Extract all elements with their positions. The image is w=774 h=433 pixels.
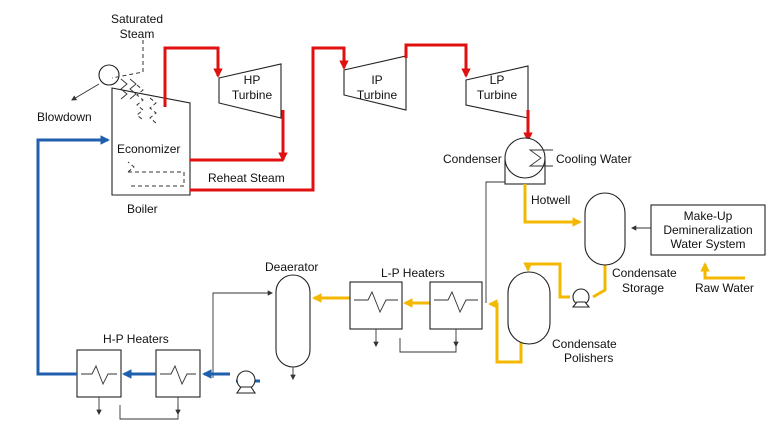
raw-water-label: Raw Water <box>695 281 754 295</box>
feedwater-to-boiler <box>36 135 110 376</box>
ip-lp-crossover <box>404 43 471 78</box>
hotwell-label: Hotwell <box>531 193 570 207</box>
lp-heater-2 <box>429 281 483 330</box>
steam-drum <box>98 64 120 86</box>
economizer-coil <box>127 161 185 187</box>
condensate-storage-label-1: Condensate <box>612 266 677 280</box>
makeup-system-label-2: Demineralization <box>663 223 752 237</box>
cooling-water-coil <box>528 149 553 167</box>
makeup-system-label-3: Water System <box>671 237 746 251</box>
hp-heater-1-coil <box>81 364 117 386</box>
cooling-water-label: Cooling Water <box>556 152 632 166</box>
hp-turbine <box>218 63 282 119</box>
ip-turbine <box>343 55 407 111</box>
pump-to-polishers <box>523 262 570 299</box>
condensate-pump <box>571 288 591 308</box>
reheat-steam-label: Reheat Steam <box>208 171 285 185</box>
condensate-storage-label-2: Storage <box>622 281 664 295</box>
lp-turbine-label-1: LP <box>490 73 505 87</box>
hp-heaters <box>76 349 201 420</box>
storage-to-pump <box>592 257 607 299</box>
lp-turbine-label-2: Turbine <box>477 88 518 102</box>
boiler-feed-pump <box>235 370 257 394</box>
waterwall-coils <box>120 78 137 100</box>
main-steam-line <box>163 46 223 107</box>
blowdown-line <box>71 83 100 101</box>
saturated-steam-line <box>111 40 144 79</box>
hot-reheat-line <box>190 46 349 192</box>
saturated-steam-label-1: Saturated <box>111 12 163 26</box>
hotwell-to-storage <box>523 184 582 227</box>
hp-heaters-label: H-P Heaters <box>103 332 169 346</box>
hp-turbine-label-1: HP <box>244 73 261 87</box>
hp-drain-link <box>119 405 179 420</box>
lp-heater-1 <box>349 281 403 330</box>
condensate-storage-tank <box>584 192 626 266</box>
ip-turbine-label-1: IP <box>371 73 382 87</box>
condenser-shell <box>504 137 546 179</box>
condensate-polishers-label-2: Polishers <box>564 351 613 365</box>
condenser <box>504 137 553 185</box>
polishers-outlet <box>488 299 523 364</box>
lp-extraction-line <box>485 181 505 303</box>
condensate-polishers-vessel <box>507 271 551 345</box>
steam-piping <box>163 43 533 192</box>
economizer-label: Economizer <box>117 142 180 156</box>
deaerator-tank <box>275 274 311 368</box>
condensate-piping <box>312 184 745 364</box>
makeup-system-label-1: Make-Up <box>684 209 733 223</box>
raw-water-line <box>700 262 745 280</box>
lp-heaters <box>349 181 505 353</box>
hp-turbine-label-2: Turbine <box>232 88 273 102</box>
condenser-label: Condenser <box>443 152 502 166</box>
deaerator-label: Deaerator <box>265 260 318 274</box>
superheater-coil <box>136 84 144 121</box>
makeup-system-box <box>650 204 766 256</box>
hp-heater-2 <box>155 349 201 398</box>
condensate-polishers-label-1: Condensate <box>552 337 617 351</box>
lp-heater-2-coil <box>434 290 478 314</box>
boiler-label: Boiler <box>127 202 158 216</box>
hp-heater-2-coil <box>160 364 196 386</box>
lp-drain-link <box>399 338 457 353</box>
lp-heater-1-coil <box>354 290 398 314</box>
saturated-steam-label-2: Steam <box>120 27 155 41</box>
ip-turbine-label-2: Turbine <box>357 88 398 102</box>
lp-heaters-label: L-P Heaters <box>381 266 445 280</box>
hp-drain-to-deaerator <box>212 290 274 378</box>
boiler <box>71 40 191 196</box>
blowdown-label: Blowdown <box>37 110 92 124</box>
